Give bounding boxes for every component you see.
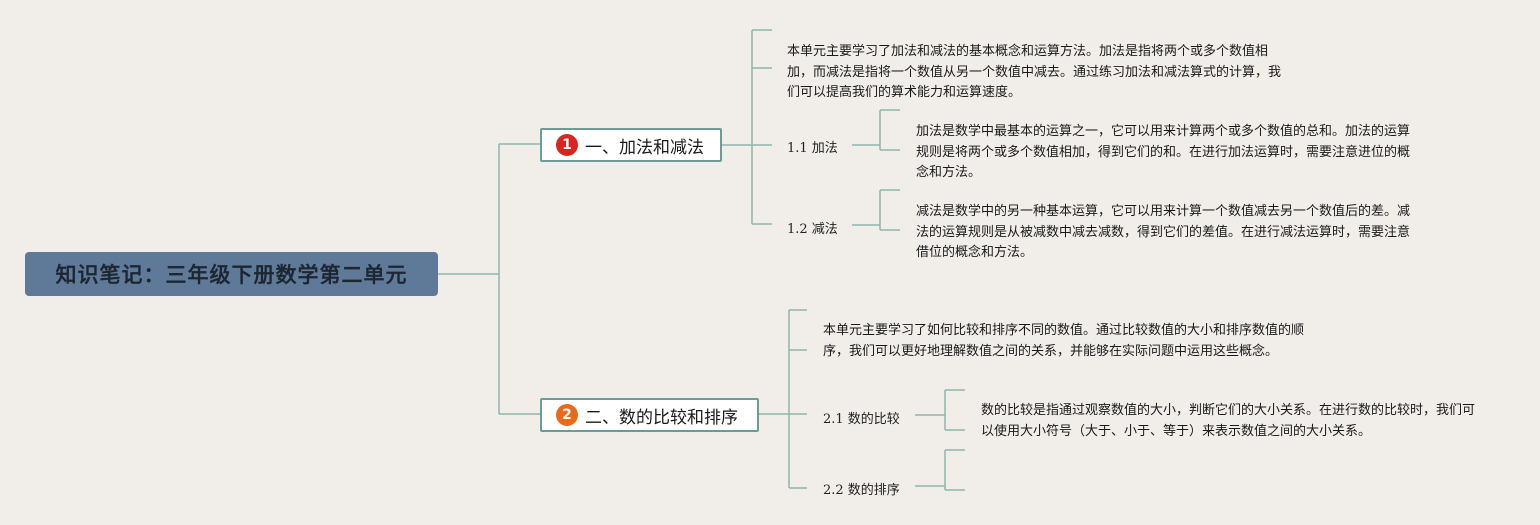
sub11-connector bbox=[852, 109, 900, 151]
sub12-connector bbox=[852, 189, 900, 231]
topic-addition-subtraction[interactable]: 1 一、加法和减法 bbox=[540, 128, 722, 162]
number-compare-note: 数的比较是指通过观察数值的大小，判断它们的大小关系。在进行数的比较时，我们可以使… bbox=[981, 403, 1476, 439]
addition-note: 加法是数学中最基本的运算之一，它可以用来计算两个或多个数值的总和。加法的运算规则… bbox=[916, 124, 1411, 180]
sub21-connector bbox=[915, 389, 965, 431]
root-title: 知识笔记：三年级下册数学第二单元 bbox=[55, 263, 408, 287]
subtopic-addition[interactable]: 1.1 加法 bbox=[787, 141, 838, 156]
priority-2-icon: 2 bbox=[556, 404, 578, 426]
root-topic[interactable]: 知识笔记：三年级下册数学第二单元 bbox=[25, 252, 438, 296]
topic-compare-sort[interactable]: 2 二、数的比较和排序 bbox=[540, 398, 759, 432]
subtopic-subtraction[interactable]: 1.2 减法 bbox=[787, 222, 838, 237]
topic1-connector bbox=[721, 29, 772, 225]
root-connector bbox=[438, 143, 540, 415]
topic1-summary: 本单元主要学习了加法和减法的基本概念和运算方法。加法是指将两个或多个数值相加，而… bbox=[787, 44, 1282, 100]
priority-1-icon: 1 bbox=[556, 134, 578, 156]
subtopic-number-compare[interactable]: 2.1 数的比较 bbox=[823, 412, 900, 427]
topic1-title: 一、加法和减法 bbox=[585, 137, 704, 158]
topic2-summary: 本单元主要学习了如何比较和排序不同的数值。通过比较数值的大小和排序数值的顺序，我… bbox=[823, 323, 1305, 359]
subtopic-number-sort[interactable]: 2.2 数的排序 bbox=[823, 483, 900, 498]
topic2-title: 二、数的比较和排序 bbox=[585, 407, 738, 428]
subtraction-note: 减法是数学中的另一种基本运算，它可以用来计算一个数值减去另一个数值后的差。减法的… bbox=[916, 204, 1411, 260]
sub22-connector bbox=[915, 449, 965, 491]
topic2-connector bbox=[758, 309, 807, 489]
